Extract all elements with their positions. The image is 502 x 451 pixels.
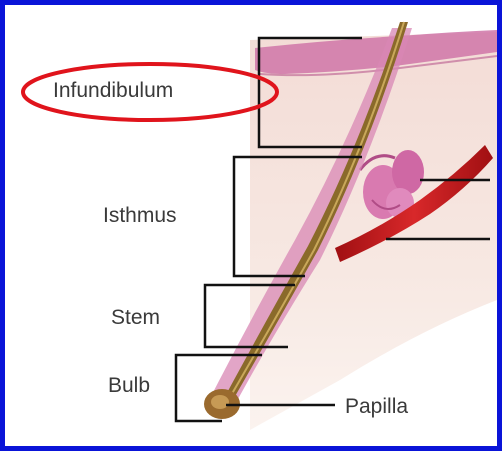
label-infundibulum: Infundibulum <box>53 80 173 101</box>
label-stem: Stem <box>111 307 160 328</box>
label-isthmus: Isthmus <box>103 205 177 226</box>
label-papilla: Papilla <box>345 396 408 417</box>
label-bulb: Bulb <box>108 375 150 396</box>
